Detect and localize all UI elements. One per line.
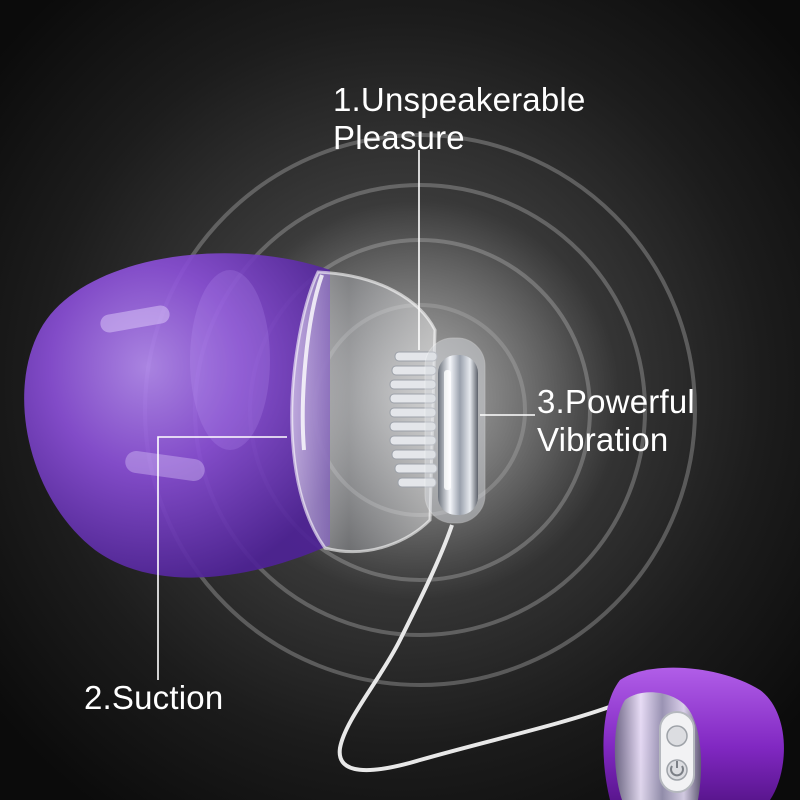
callout-label-suction-line-1: 2.Suction [84, 679, 224, 716]
callout-label-vibration-line-2: Vibration [537, 421, 669, 458]
callout-label-pleasure-line-1: 1.Unspeakerable [333, 81, 586, 118]
vibrating-bullet [424, 337, 486, 524]
callout-label-pleasure-line-2: Pleasure [333, 119, 465, 156]
remote-control [603, 667, 784, 800]
callout-lines [157, 150, 535, 680]
callout-label-vibration-line-1: 3.Powerful [537, 383, 695, 420]
callout-line-2 [157, 436, 287, 680]
cable [337, 524, 616, 773]
power-icon [670, 761, 684, 777]
callout-label-pleasure: 1.Unspeakerable Pleasure [333, 81, 586, 157]
suction-cup [24, 253, 331, 578]
callout-label-vibration: 3.Powerful Vibration [537, 383, 695, 459]
bristle-nubs [389, 351, 438, 488]
callout-label-suction: 2.Suction [84, 679, 223, 717]
